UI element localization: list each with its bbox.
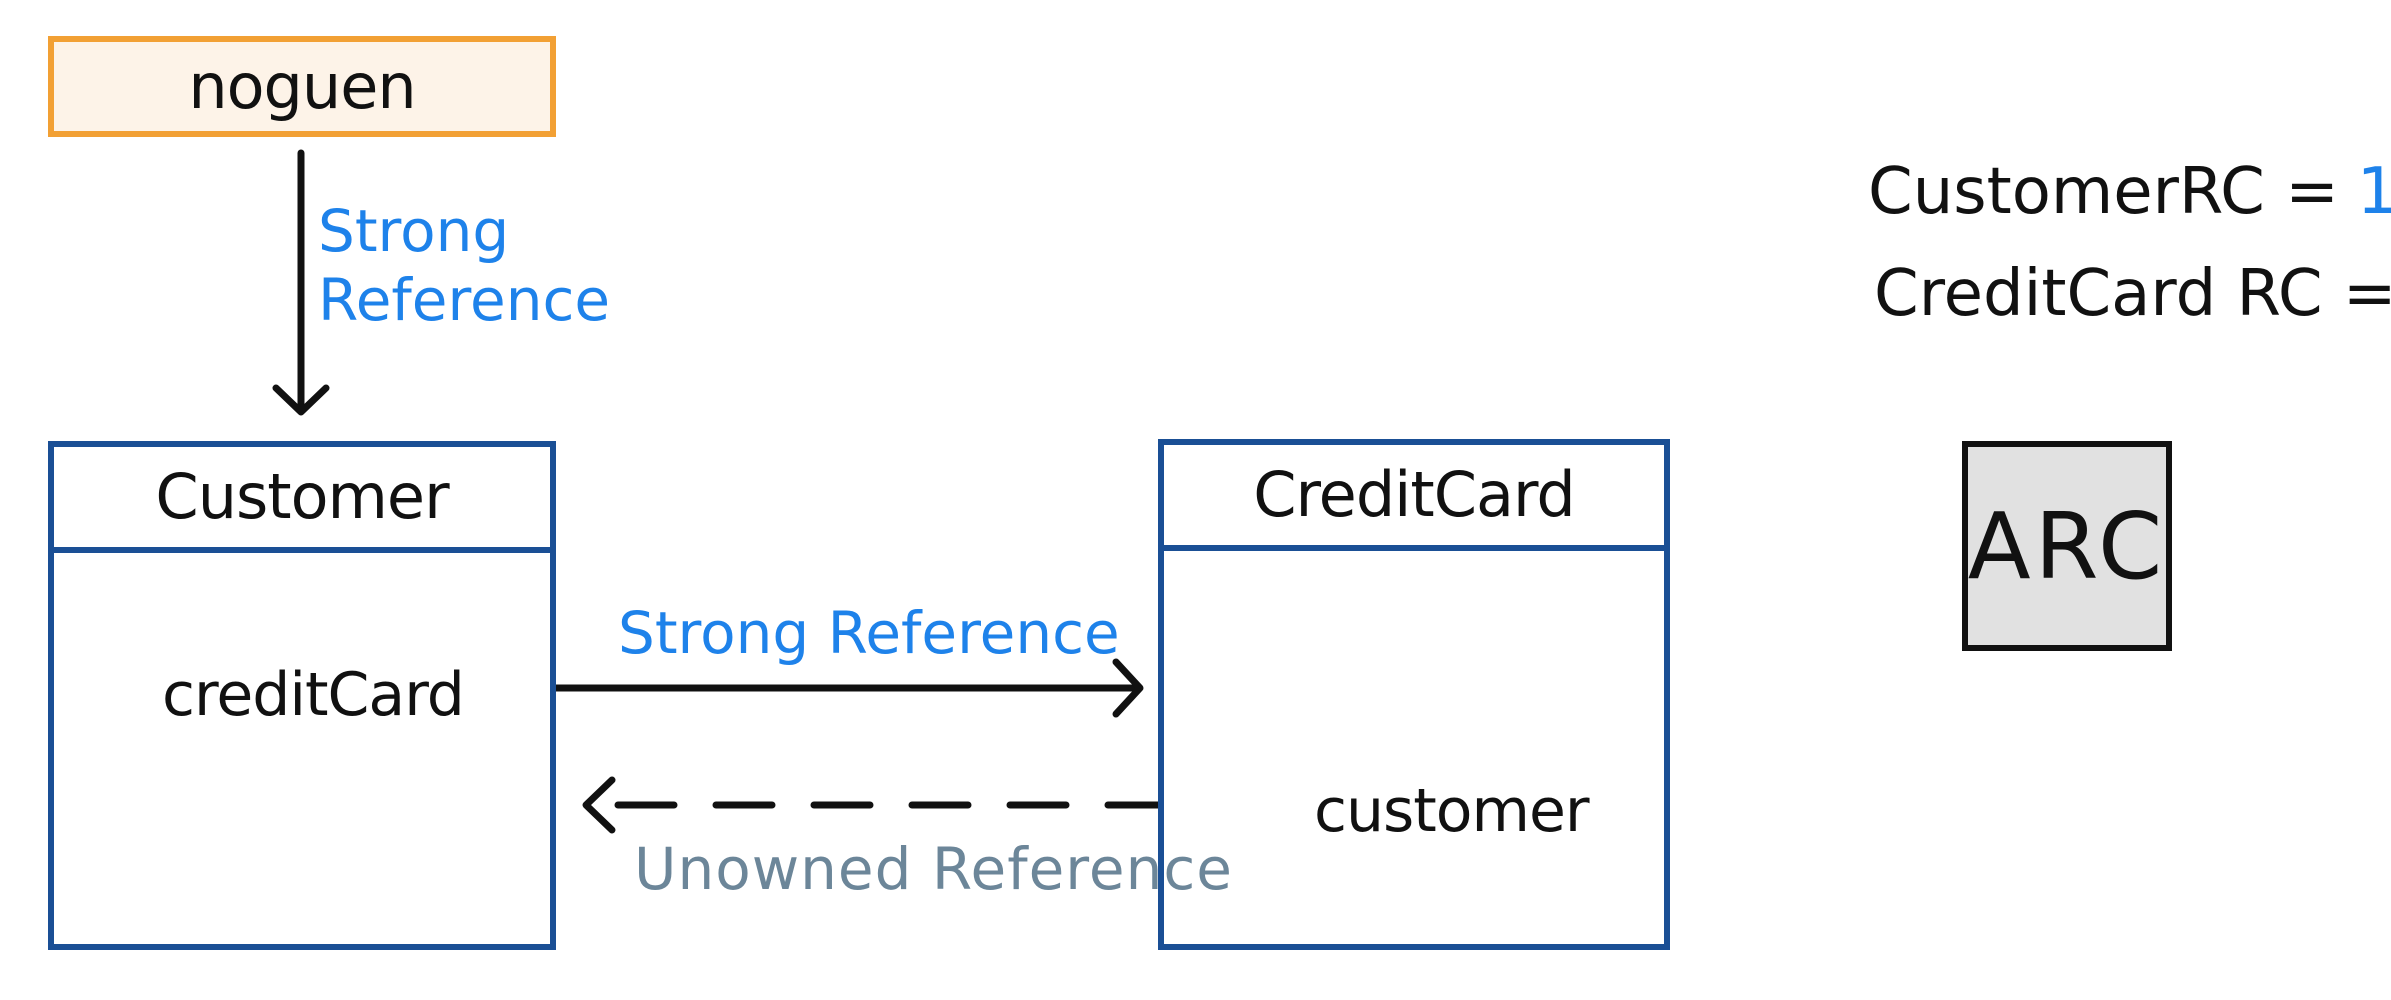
customer-rc-name: CustomerRC = [1868, 155, 2339, 229]
owner-link-label-line1: Strong [318, 197, 510, 265]
owner-arrowhead [272, 384, 330, 416]
creditcard-class-title: CreditCard [1253, 458, 1575, 531]
arc-badge: ARC [1962, 441, 2172, 651]
unowned-arrowhead [582, 776, 616, 834]
owner-link-label: Strong Reference [318, 198, 610, 333]
customer-class-header: Customer [54, 447, 550, 553]
customer-rc-value: 1 [2356, 155, 2391, 229]
owner-node: noguen [48, 36, 556, 137]
creditcard-class-node: CreditCard customer [1158, 439, 1670, 950]
creditcard-rc-name: CreditCard RC = [1874, 257, 2391, 331]
creditcard-property-customer: customer [1314, 776, 1590, 846]
owner-label: noguen [188, 49, 416, 123]
strong-arrowhead [1112, 658, 1144, 718]
customer-class-node: Customer creditCard [48, 441, 556, 950]
arc-badge-label: ARC [1967, 492, 2167, 600]
creditcard-rc-row: CreditCard RC =1 [1874, 262, 2391, 326]
strong-reference-label: Strong Reference [618, 599, 1120, 667]
customer-class-title: Customer [155, 460, 449, 533]
creditcard-class-header: CreditCard [1164, 445, 1664, 551]
customer-rc-row: CustomerRC =1 [1868, 160, 2391, 224]
owner-link-label-line2: Reference [318, 265, 611, 334]
customer-property-creditcard: creditCard [162, 660, 465, 730]
unowned-reference-label: Unowned Reference [634, 835, 1233, 903]
